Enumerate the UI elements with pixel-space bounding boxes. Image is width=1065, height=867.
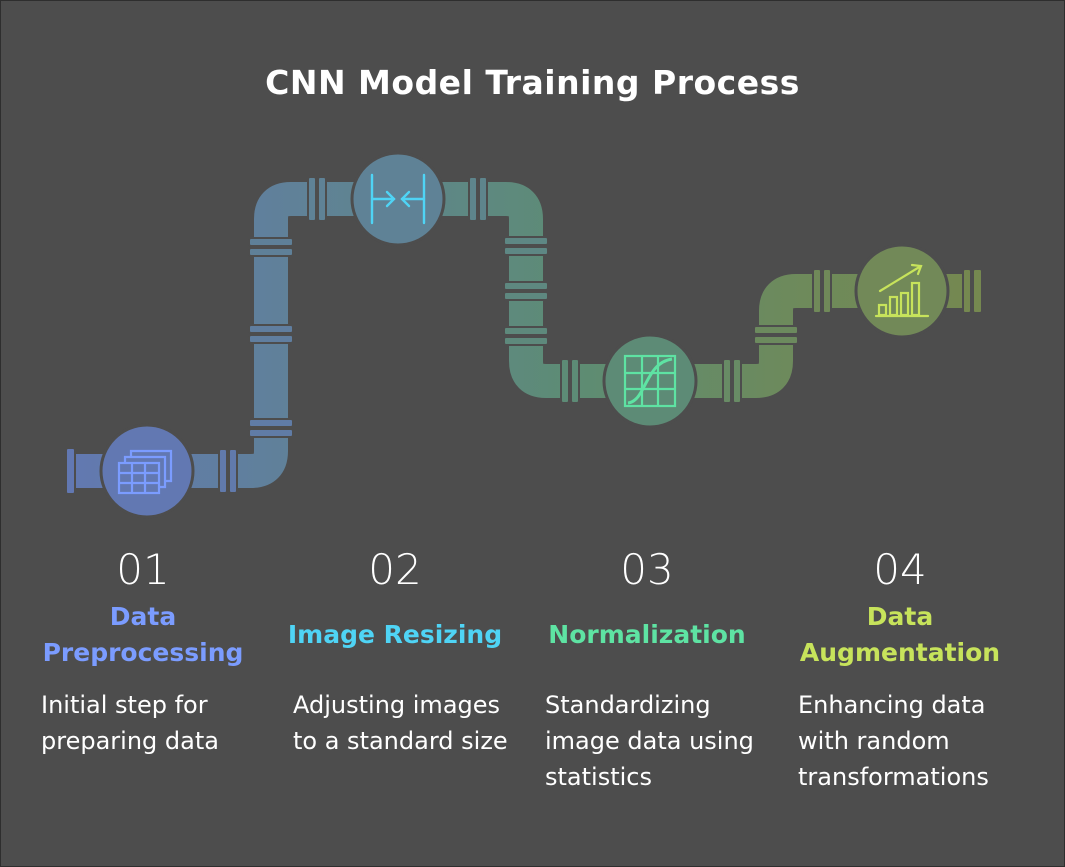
step-description: Initial step for preparing data	[41, 691, 219, 755]
step-2: 02 Image Resizing Adjusting images to a …	[269, 541, 521, 759]
step-title-text: Data Augmentation	[799, 602, 1001, 667]
step-title-text: Data Preprocessing	[42, 602, 244, 667]
step-title: Image Resizing	[269, 599, 521, 671]
step-description: Adjusting images to a standard size	[293, 691, 508, 755]
step-number: 04	[873, 545, 927, 594]
normal-curve-grid-icon	[623, 354, 677, 408]
step-title-text: Image Resizing	[287, 620, 503, 649]
node-image-resizing	[350, 151, 446, 247]
step-description: Enhancing data with random transformatio…	[798, 691, 989, 791]
page-title: CNN Model Training Process	[265, 63, 800, 102]
resize-arrows-icon	[370, 173, 426, 225]
step-number: 03	[620, 545, 674, 594]
step-4: 04 Data Augmentation Enhancing data with…	[774, 541, 1026, 795]
node-data-augmentation	[854, 243, 950, 339]
step-title: Data Augmentation	[774, 599, 1026, 671]
step-number: 01	[116, 545, 170, 594]
step-description: Standardizing image data using statistic…	[545, 691, 754, 791]
step-title: Normalization	[521, 599, 773, 671]
step-3: 03 Normalization Standardizing image dat…	[521, 541, 773, 795]
step-title-text: Normalization	[548, 620, 746, 649]
pipe-flanges	[65, 176, 983, 495]
node-normalization	[602, 333, 698, 429]
node-data-preprocessing	[99, 423, 195, 519]
growth-chart-icon	[874, 263, 930, 318]
step-title: Data Preprocessing	[17, 599, 269, 671]
spreadsheet-stack-icon	[117, 449, 173, 495]
step-1: 01 Data Preprocessing Initial step for p…	[17, 541, 269, 759]
step-number: 02	[368, 545, 422, 594]
